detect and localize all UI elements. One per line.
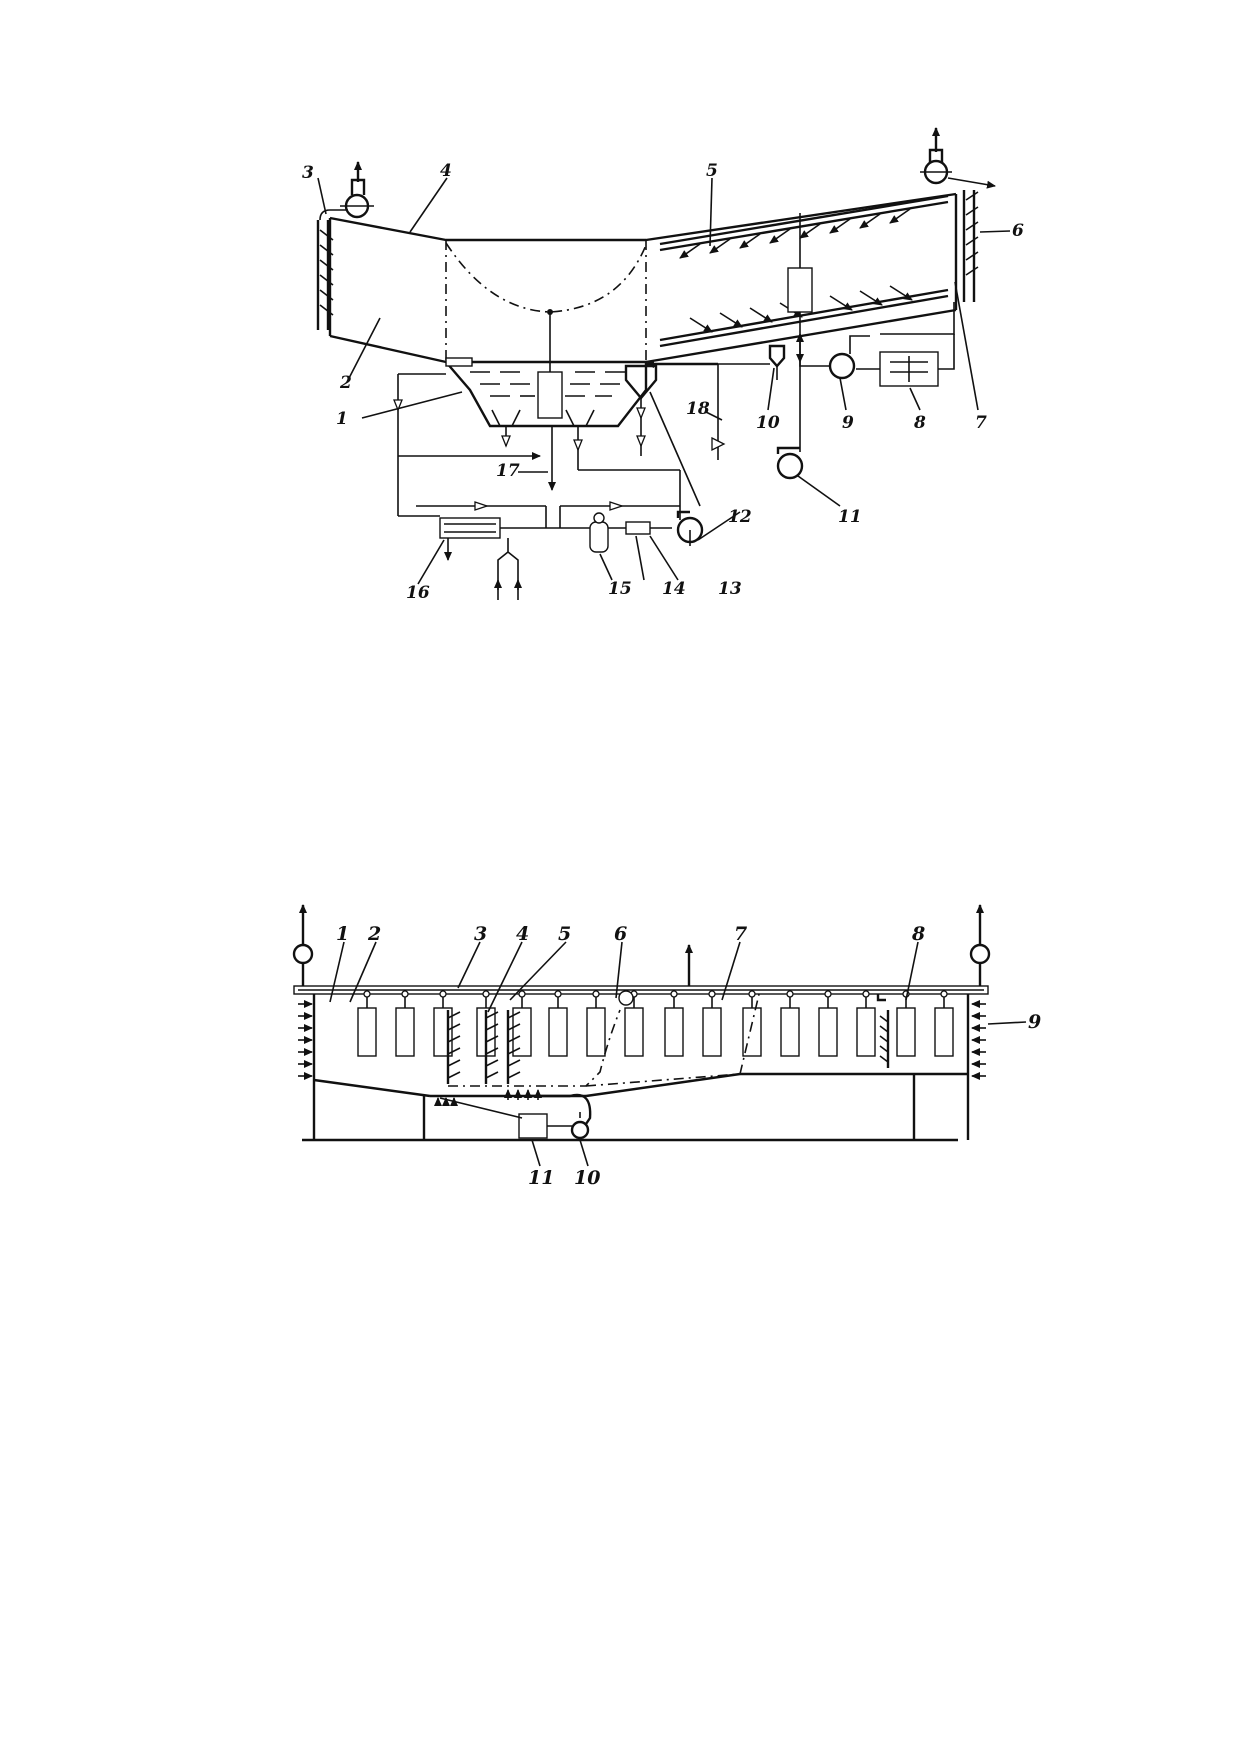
separator-and-fan bbox=[768, 344, 804, 480]
fig1-label-18: 18 bbox=[686, 399, 710, 419]
fig2-label-3: 3 bbox=[474, 923, 487, 945]
fig1-label-6: 6 bbox=[1012, 221, 1024, 241]
conveyor-trolley bbox=[940, 990, 948, 998]
product-item bbox=[818, 1007, 838, 1057]
figure-1-spray-booth-scheme: 1 2 3 4 5 6 7 8 9 10 11 12 13 14 15 16 1… bbox=[302, 127, 1024, 603]
fig1-label-13: 13 bbox=[718, 579, 742, 599]
fig1-label-1: 1 bbox=[336, 409, 348, 429]
conveyor-trolley bbox=[824, 990, 832, 998]
fig2-label-9: 9 bbox=[1028, 1011, 1041, 1033]
product-item bbox=[357, 1007, 377, 1057]
product-item bbox=[856, 1007, 876, 1057]
circulation-piping bbox=[434, 989, 886, 1140]
right-chamber bbox=[645, 192, 958, 364]
product-item bbox=[548, 1007, 568, 1057]
conveyor-trolley bbox=[748, 990, 756, 998]
fig2-label-5: 5 bbox=[558, 923, 571, 945]
fig2-label-1: 1 bbox=[336, 923, 349, 945]
right-exhaust-fan bbox=[920, 127, 996, 189]
product-item bbox=[586, 1007, 606, 1057]
product-item bbox=[896, 1007, 916, 1057]
left-chamber bbox=[328, 216, 447, 364]
fig1-label-9: 9 bbox=[842, 413, 854, 433]
fig1-label-14: 14 bbox=[662, 579, 686, 599]
fig1-label-12: 12 bbox=[728, 507, 752, 527]
conveyor-trolley bbox=[592, 990, 600, 998]
fig2-label-6: 6 bbox=[614, 923, 627, 945]
conveyor-trolley bbox=[786, 990, 794, 998]
fig1-label-3: 3 bbox=[302, 163, 314, 183]
central-spray-well bbox=[445, 238, 647, 419]
figure-2-leader-lines bbox=[329, 941, 1027, 1167]
left-exhaust-fan bbox=[340, 161, 374, 219]
lower-piping bbox=[393, 373, 704, 600]
product-item bbox=[512, 1007, 532, 1057]
roof-duct bbox=[293, 944, 989, 995]
fig1-label-7: 7 bbox=[975, 413, 987, 433]
fig1-label-4: 4 bbox=[440, 161, 452, 181]
heater-circuit bbox=[796, 302, 955, 387]
product-item bbox=[395, 1007, 415, 1057]
conveyor-trolley bbox=[862, 990, 870, 998]
conveyor-products bbox=[357, 990, 954, 1057]
fig1-label-5: 5 bbox=[706, 161, 718, 181]
right-air-curtain bbox=[962, 190, 979, 302]
figure-1-leader-lines bbox=[317, 177, 1011, 585]
fig1-label-16: 16 bbox=[406, 583, 430, 603]
conveyor-trolley bbox=[518, 990, 526, 998]
spray-nozzles bbox=[446, 1010, 890, 1084]
left-air-curtain bbox=[316, 209, 348, 330]
product-item bbox=[433, 1007, 453, 1057]
right-end-fan bbox=[969, 904, 991, 990]
conveyor-trolley bbox=[363, 990, 371, 998]
fig2-label-4: 4 bbox=[516, 923, 529, 945]
conveyor-trolley bbox=[670, 990, 678, 998]
fig1-label-10: 10 bbox=[756, 413, 780, 433]
fig1-label-17: 17 bbox=[496, 461, 520, 481]
conveyor-trolley bbox=[401, 990, 409, 998]
fig2-label-8: 8 bbox=[911, 923, 925, 945]
right-air-curtain-arrows bbox=[971, 1000, 986, 1080]
conveyor-trolley bbox=[708, 990, 716, 998]
fig2-label-2: 2 bbox=[367, 923, 381, 945]
fig1-label-11: 11 bbox=[838, 507, 862, 527]
conveyor-trolley bbox=[482, 990, 490, 998]
fig2-label-7: 7 bbox=[734, 923, 747, 945]
fig1-label-2: 2 bbox=[339, 373, 352, 393]
product-item bbox=[934, 1007, 954, 1057]
product-item bbox=[780, 1007, 800, 1057]
product-item bbox=[664, 1007, 684, 1057]
return-line bbox=[645, 360, 770, 375]
product-item bbox=[702, 1007, 722, 1057]
fig1-label-8: 8 bbox=[913, 413, 926, 433]
conveyor-trolley bbox=[439, 990, 447, 998]
conveyor-trolley bbox=[554, 990, 562, 998]
fig1-label-15: 15 bbox=[608, 579, 632, 599]
product-item bbox=[624, 1007, 644, 1057]
figure-2-conveyor-booth: 1 2 3 4 5 6 7 8 9 10 11 bbox=[292, 904, 1041, 1189]
fig2-label-10: 10 bbox=[574, 1167, 600, 1189]
left-end-fan bbox=[292, 904, 314, 990]
left-air-curtain-arrows bbox=[298, 1000, 313, 1080]
fig2-label-11: 11 bbox=[528, 1167, 554, 1189]
